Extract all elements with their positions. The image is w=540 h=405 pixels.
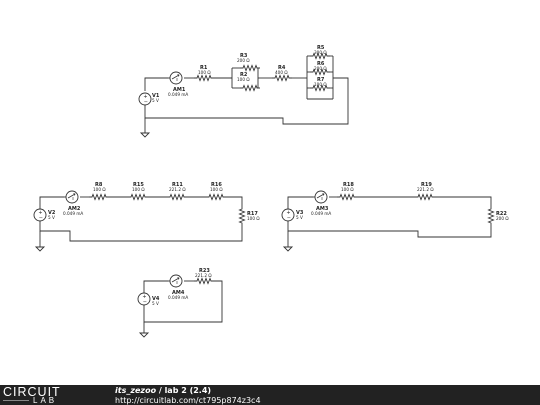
circuitlab-logo[interactable]: CIRCUIT LAB (3, 385, 103, 405)
label-r22-value: 200 Ω (496, 216, 509, 221)
label-r4-name: R4 (278, 65, 286, 71)
label-v2-value: 5 V (48, 215, 55, 220)
author-username[interactable]: its_zezoo (115, 386, 157, 395)
label-v3-value: 5 V (296, 215, 303, 220)
ammeter-am2 (63, 190, 79, 204)
voltage-source-v4 (137, 292, 151, 306)
label-r6-name: R6 (317, 61, 325, 67)
label-r7-value: 100 Ω (314, 82, 327, 87)
label-r11-value: 221.2 Ω (169, 187, 186, 192)
circuit-title-line: its_zezoo / lab 2 (2.4) (115, 386, 211, 395)
ground-3 (283, 243, 293, 252)
schematic-canvas: + − (33, 45, 510, 338)
label-r1-name: R1 (200, 65, 208, 71)
label-r8-name: R8 (95, 182, 103, 188)
ground-1 (140, 129, 150, 138)
title-separator: / (156, 386, 165, 395)
resistor-r4 (271, 75, 293, 81)
label-r17-value: 100 Ω (247, 216, 260, 221)
resistor-r22 (488, 205, 494, 227)
label-r7-name: R7 (317, 77, 325, 83)
ground-2 (35, 243, 45, 252)
label-v3-name: V3 (296, 210, 304, 216)
logo-trace-line (3, 400, 29, 401)
resistor-r15 (127, 194, 149, 200)
label-v4-value: 5 V (152, 301, 159, 306)
label-v2-name: V2 (48, 210, 56, 216)
ammeter-am4 (167, 274, 183, 288)
resistor-r11 (166, 194, 188, 200)
label-r3-name: R3 (240, 53, 248, 59)
circuit-3: V3 5 V AM3 0.049 mA R18 100 Ω R19 221.2 … (281, 182, 509, 252)
circuit-title: lab 2 (2.4) (164, 386, 212, 395)
ammeter-am1 (167, 71, 183, 85)
resistor-r18 (336, 194, 358, 200)
label-r15-name: R15 (133, 182, 144, 188)
resistor-r19 (414, 194, 436, 200)
label-am2-name: AM2 (68, 206, 81, 212)
label-r23-name: R23 (199, 268, 210, 274)
label-r18-name: R18 (343, 182, 354, 188)
label-r18-value: 100 Ω (341, 187, 354, 192)
label-r8-value: 100 Ω (93, 187, 106, 192)
circuit-2-wires (39, 196, 243, 244)
label-r19-name: R19 (421, 182, 432, 188)
label-r4-value: 400 Ω (275, 70, 288, 75)
label-v1-value: 5 V (152, 98, 159, 103)
resistor-r3 (239, 65, 261, 71)
voltage-source-v1 (138, 92, 152, 106)
footer-bar: CIRCUIT LAB its_zezoo / lab 2 (2.4) http… (0, 385, 540, 405)
label-r2-value: 100 Ω (237, 77, 250, 82)
label-r11-name: R11 (172, 182, 183, 188)
resistor-r1 (193, 75, 215, 81)
resistor-r16 (205, 194, 227, 200)
label-am1-value: 0.049 mA (168, 92, 188, 97)
label-r19-value: 221.2 Ω (417, 187, 434, 192)
circuit-2: V2 5 V AM2 0.049 mA R8 100 Ω R15 100 Ω R… (33, 182, 260, 252)
circuit-3-wires (287, 196, 492, 244)
label-v4-name: V4 (152, 296, 160, 302)
label-r6-value: 200 Ω (314, 66, 327, 71)
label-r1-value: 100 Ω (198, 70, 211, 75)
circuit-4-wires (143, 280, 223, 330)
circuit-4: V4 5 V AM4 0.049 mA R23 221.2 Ω (137, 268, 223, 338)
circuit-1: V1 5 V AM1 0.049 mA R1 100 Ω R3 200 Ω R2… (138, 45, 349, 138)
ground-4 (139, 329, 149, 338)
voltage-source-v3 (281, 208, 295, 222)
label-am4-value: 0.049 mA (168, 295, 188, 300)
resistor-r17 (239, 205, 245, 227)
circuit-url[interactable]: http://circuitlab.com/ct795p874z3c4 (115, 395, 261, 405)
logo-wordmark-bottom: LAB (33, 396, 58, 405)
label-r16-name: R16 (211, 182, 222, 188)
label-r17-name: R17 (247, 211, 258, 217)
label-r16-value: 100 Ω (210, 187, 223, 192)
resistor-r23 (193, 278, 215, 284)
label-r5-name: R5 (317, 45, 325, 51)
schematic-svg: + − (33, 45, 509, 338)
label-am2-value: 0.049 mA (63, 211, 83, 216)
label-r5-value: 300 Ω (314, 50, 327, 55)
logo-wordmark-top: CIRCUIT (3, 385, 61, 399)
label-r15-value: 100 Ω (132, 187, 145, 192)
label-am4-name: AM4 (172, 290, 185, 296)
label-am3-value: 0.049 mA (311, 211, 331, 216)
resistor-r8 (88, 194, 110, 200)
resistor-r2 (239, 85, 261, 91)
label-am3-name: AM3 (316, 206, 329, 212)
label-r3-value: 200 Ω (237, 58, 250, 63)
label-v1-name: V1 (152, 93, 160, 99)
voltage-source-v2 (33, 208, 47, 222)
ammeter-am3 (312, 190, 328, 204)
label-r2-name: R2 (240, 72, 248, 78)
label-am1-name: AM1 (173, 87, 186, 93)
label-r23-value: 221.2 Ω (195, 273, 212, 278)
circuit-1-wires (144, 55, 349, 130)
label-r22-name: R22 (496, 211, 507, 217)
